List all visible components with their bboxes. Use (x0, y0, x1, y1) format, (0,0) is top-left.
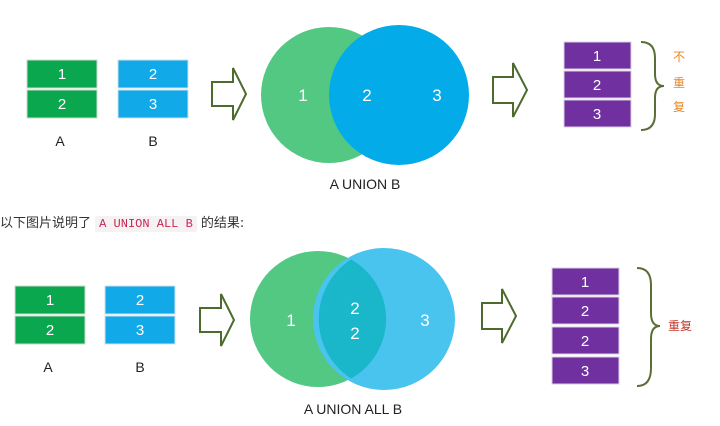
union-all-b-cell-1: 2 (136, 292, 144, 309)
explanation-suffix: 的结果: (200, 216, 245, 231)
union-venn: 1 2 3 (261, 25, 469, 165)
union-venn-middle: 2 (362, 86, 371, 105)
union-a-cell-1: 1 (58, 66, 66, 83)
union-result-cell-2: 2 (593, 77, 601, 94)
union-venn-b-circle (329, 25, 469, 165)
union-arrow-1 (211, 67, 248, 121)
union-a-cell-2: 2 (58, 96, 66, 113)
union-venn-right: 3 (432, 86, 441, 105)
union-venn-left: 1 (298, 86, 307, 105)
union-all-a-cell-1: 1 (46, 292, 54, 309)
union-section: 1 2 A 2 3 B 1 2 3 A UNION B (26, 25, 685, 192)
union-result-cell-1: 1 (593, 48, 601, 65)
union-brace (640, 41, 665, 131)
union-b-cell-1: 2 (149, 66, 157, 83)
union-result-cell-3: 3 (593, 106, 601, 123)
union-all-brace (636, 267, 661, 387)
union-note-char-1: 不 (673, 50, 685, 64)
union-table-a: 1 2 (26, 59, 98, 119)
union-all-note: 重复 (668, 319, 692, 333)
union-all-arrow-2 (481, 288, 518, 344)
union-table-b: 2 3 (117, 59, 189, 119)
explanation-prefix: 以下图片说明了 (0, 216, 92, 231)
union-result-table: 1 2 3 (563, 41, 632, 128)
union-all-label-b: B (135, 359, 144, 375)
union-arrow-2 (492, 62, 529, 118)
union-note-char-3: 复 (673, 100, 685, 114)
union-b-cell-2: 3 (149, 96, 157, 113)
union-all-venn-caption: A UNION ALL B (304, 401, 402, 417)
union-all-section: 1 2 A 2 3 B 1 2 2 3 A UNION ALL B (14, 248, 692, 417)
union-venn-caption: A UNION B (330, 176, 401, 192)
explanation-code: A UNION ALL B (95, 216, 197, 232)
union-all-venn: 1 2 2 3 (250, 248, 455, 390)
union-all-venn-middle-top: 2 (350, 299, 359, 318)
union-all-table-b: 2 3 (104, 285, 176, 345)
union-all-b-cell-2: 3 (136, 322, 144, 339)
union-all-result-cell-4: 3 (581, 363, 589, 380)
union-all-venn-middle-bottom: 2 (350, 324, 359, 343)
union-note-char-2: 重 (673, 76, 685, 90)
union-all-result-cell-1: 1 (581, 274, 589, 291)
union-all-label-a: A (43, 359, 53, 375)
union-all-venn-overlap (318, 259, 387, 379)
explanation-line: 以下图片说明了 A UNION ALL B 的结果: (0, 212, 245, 232)
union-all-table-a: 1 2 (14, 285, 86, 345)
union-all-result-cell-3: 2 (581, 333, 589, 350)
union-all-arrow-1 (199, 293, 236, 347)
union-all-result-cell-2: 2 (581, 303, 589, 320)
union-all-venn-left: 1 (286, 311, 295, 330)
union-all-result-table: 1 2 2 3 (551, 267, 620, 385)
union-label-a: A (55, 133, 65, 149)
union-all-venn-right: 3 (420, 311, 429, 330)
union-label-b: B (148, 133, 157, 149)
union-all-a-cell-2: 2 (46, 322, 54, 339)
